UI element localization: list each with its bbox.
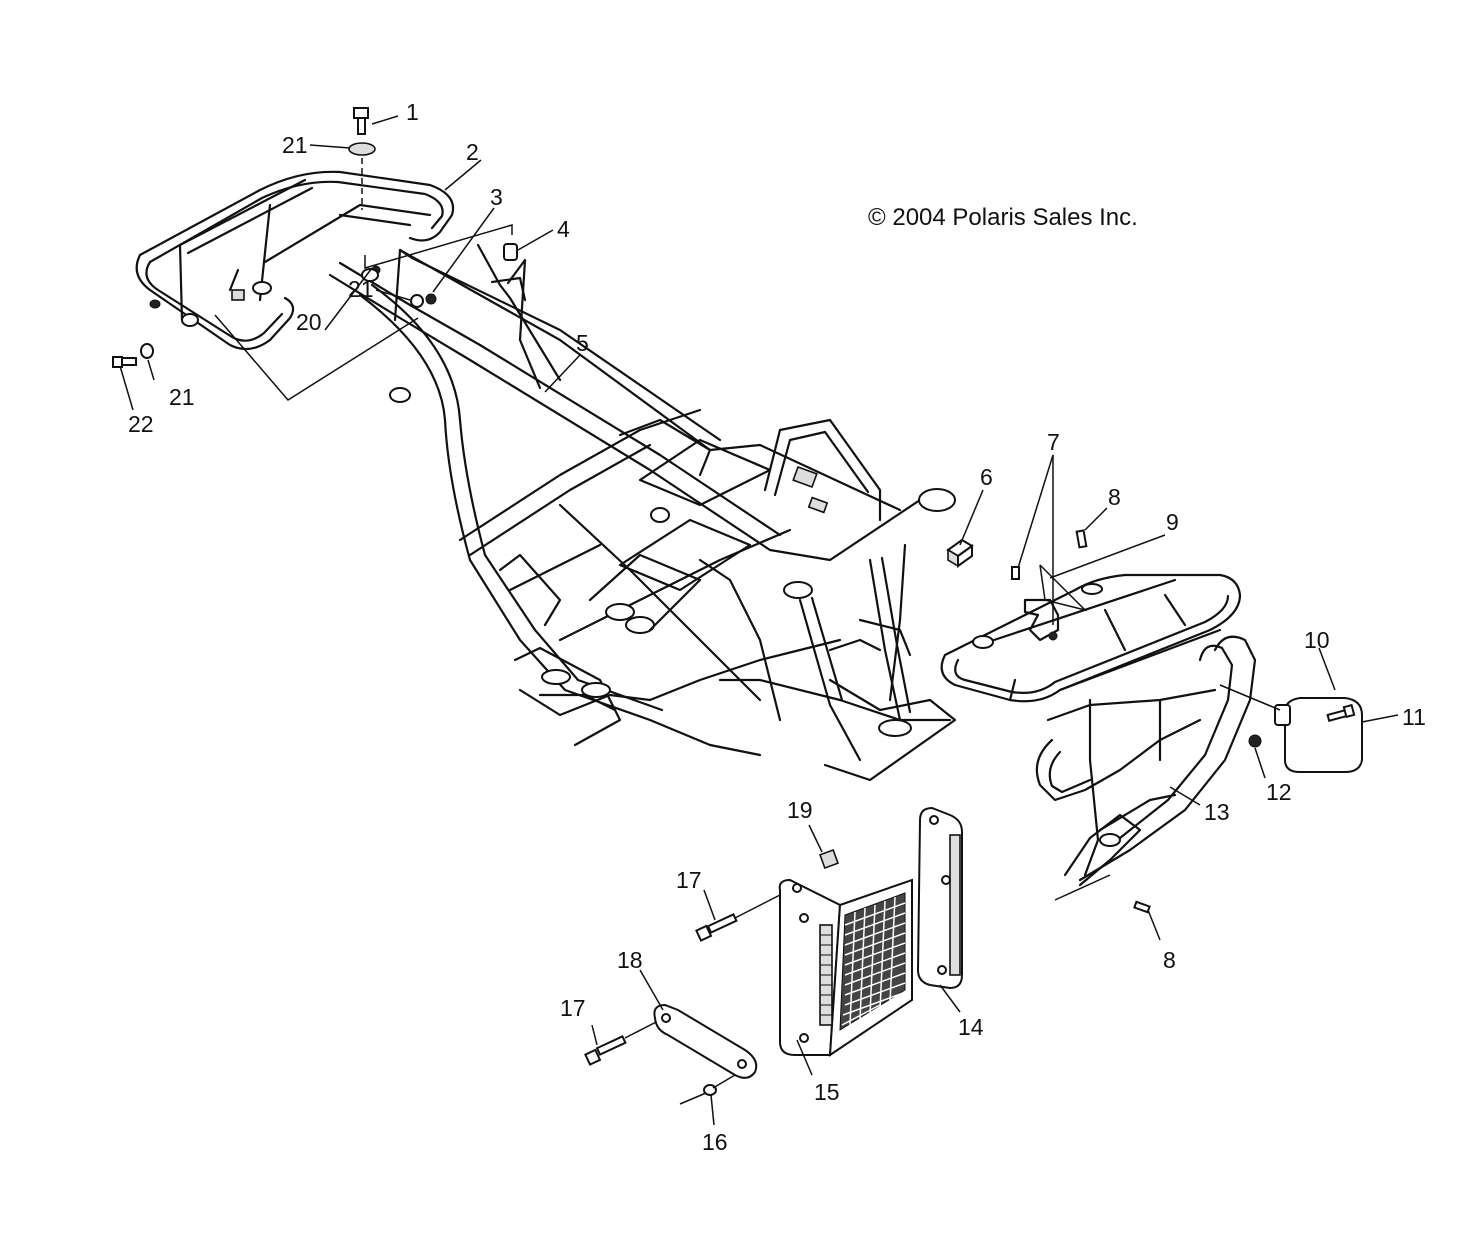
washer-21-mid	[410, 294, 424, 308]
side-panel-14	[916, 806, 963, 990]
nut-3	[425, 293, 437, 305]
callout-10: 10	[1304, 627, 1330, 653]
bolt-17-upper	[695, 913, 738, 942]
screw-10	[1326, 703, 1356, 722]
spacer-4	[503, 243, 518, 261]
callout-1: 1	[406, 99, 419, 125]
bolt-1	[353, 107, 369, 135]
bolt-8-bottom	[1133, 900, 1151, 914]
callout-6: 6	[980, 464, 993, 490]
clip-19	[819, 849, 839, 869]
fastener-16	[679, 1074, 736, 1105]
callout-21-top: 21	[282, 132, 308, 158]
copyright-notice: © 2004 Polaris Sales Inc.	[868, 204, 1138, 231]
callout-3: 3	[490, 184, 503, 210]
rack-mount-line-2	[364, 223, 513, 270]
nut-7	[1048, 631, 1058, 641]
bracket-18	[653, 1003, 758, 1079]
callout-8-bottom: 8	[1163, 947, 1176, 973]
bolt-17-lower-line	[624, 1019, 661, 1039]
bolt-8-top	[1075, 529, 1088, 549]
callout-13: 13	[1204, 799, 1230, 825]
callout-18: 18	[617, 947, 643, 973]
callout-11: 11	[1402, 704, 1426, 730]
bracket-center-line	[1039, 564, 1088, 612]
callout-17-lower: 17	[560, 995, 586, 1021]
callout-20: 20	[296, 309, 322, 335]
headlight-mount-line	[1219, 684, 1281, 711]
callout-9: 9	[1166, 509, 1179, 535]
washer-21-low	[140, 343, 154, 359]
front-rack	[940, 573, 1257, 901]
callout-5: 5	[576, 330, 589, 356]
callout-14: 14	[958, 1014, 984, 1040]
callout-leaders	[119, 115, 1399, 1126]
callout-19: 19	[787, 797, 813, 823]
callout-22: 22	[128, 411, 154, 437]
callout-21-mid: 21	[348, 276, 374, 302]
callout-labels: 1 2 3 4 5 6 7 8 8 9 10 11 12 13 14 15 16…	[128, 99, 1426, 1155]
bolt-7	[1011, 566, 1020, 580]
rear-rack	[135, 170, 455, 351]
grille-15	[778, 878, 913, 1057]
callout-17-upper: 17	[676, 867, 702, 893]
callout-4: 4	[557, 216, 570, 242]
washer-21-top	[348, 142, 376, 156]
callout-2: 2	[466, 139, 479, 165]
nut-12	[1248, 734, 1262, 748]
callout-15: 15	[814, 1079, 840, 1105]
bolt-22	[112, 356, 137, 368]
callout-12: 12	[1266, 779, 1292, 805]
callout-21-low: 21	[169, 384, 195, 410]
bolt-17-lower	[584, 1035, 627, 1066]
callout-8-top: 8	[1108, 484, 1121, 510]
main-frame	[328, 243, 957, 782]
bolt-17-upper-line	[734, 894, 781, 919]
rack-mount-line	[214, 314, 419, 401]
callout-16: 16	[702, 1129, 728, 1155]
callout-7: 7	[1047, 429, 1060, 455]
bumper-block-6	[946, 538, 974, 568]
